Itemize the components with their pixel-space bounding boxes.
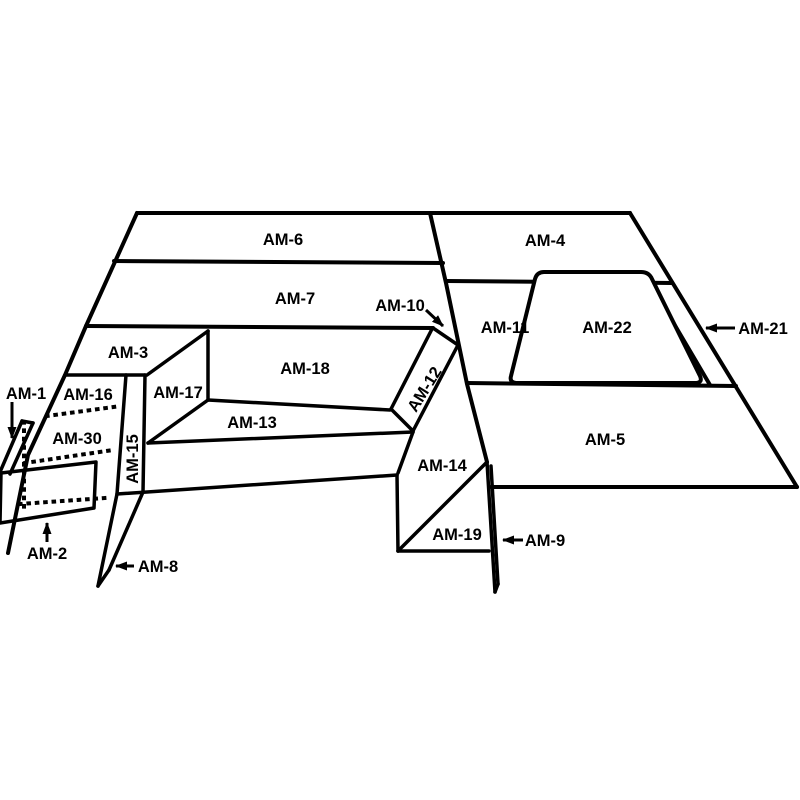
am13-bottom-edge (146, 430, 415, 445)
am1-blade-left-edge (0, 419, 24, 474)
am10-arrow (424, 308, 445, 328)
am17-top-edge (145, 329, 210, 377)
label-am-14: AM-14 (417, 457, 467, 475)
center-frame-line (428, 211, 489, 464)
am9-fin-right-edge (489, 464, 500, 586)
am17-bottom-edge (146, 398, 210, 445)
label-am-2: AM-2 (27, 545, 67, 563)
label-am-8: AM-8 (138, 558, 178, 576)
am14-left-edge (395, 473, 400, 553)
label-am-15: AM-15 (124, 434, 142, 484)
label-am-5: AM-5 (585, 431, 625, 449)
step-structure-outlines (63, 326, 500, 594)
am1-blade-right-edge (8, 421, 35, 476)
am16-am30-hidden-divider (44, 403, 124, 419)
hidden-front-edge (17, 495, 108, 507)
am14-am19-divider (396, 460, 489, 553)
am12-right-edge (411, 343, 460, 433)
am22-blanket-outline (508, 270, 703, 385)
am14-top-left-edge (396, 430, 415, 475)
am9-fin-tip (493, 582, 500, 594)
am6-am7-divider (112, 259, 445, 265)
label-am-30: AM-30 (52, 430, 102, 448)
am7-bottom-divider (84, 324, 435, 330)
leader-arrows (7, 308, 735, 571)
floor-plane-outlines (6, 211, 799, 555)
label-am-11: AM-11 (481, 319, 530, 337)
am8-fin-tip (96, 568, 111, 588)
label-am-7: AM-7 (275, 290, 315, 308)
label-am-18: AM-18 (280, 360, 330, 378)
label-am-13: AM-13 (227, 414, 277, 432)
label-am-9: AM-9 (525, 532, 565, 550)
label-am-22: AM-22 (582, 319, 632, 337)
am13-top-edge (206, 398, 392, 412)
label-am-17: AM-17 (153, 384, 203, 402)
label-am-3: AM-3 (108, 344, 148, 362)
am8-fin-right-edge (107, 490, 145, 572)
am15-right-edge (141, 373, 147, 494)
hidden-edges-dotted (17, 403, 124, 510)
left-detail-outlines (0, 419, 35, 476)
am10-pocket-edge (431, 326, 460, 347)
label-am-16: AM-16 (63, 386, 113, 404)
label-am-1: AM-1 (6, 385, 46, 403)
part-labels: AM-6 AM-7 AM-4 AM-10 AM-3 AM-18 AM-11 AM… (6, 231, 788, 576)
am12-left-edge (389, 327, 434, 411)
label-am-6: AM-6 (263, 231, 303, 249)
label-am-21: AM-21 (738, 320, 788, 338)
am30-hidden-bottom-edge (22, 447, 116, 466)
am12-end-cap (389, 407, 415, 433)
am9-fin-left-edge (485, 460, 497, 594)
label-am-10: AM-10 (375, 297, 425, 315)
front-lower-edge (115, 473, 399, 496)
label-am-19: AM-19 (432, 526, 482, 544)
label-am-4: AM-4 (525, 232, 566, 250)
right-edge (628, 211, 799, 489)
